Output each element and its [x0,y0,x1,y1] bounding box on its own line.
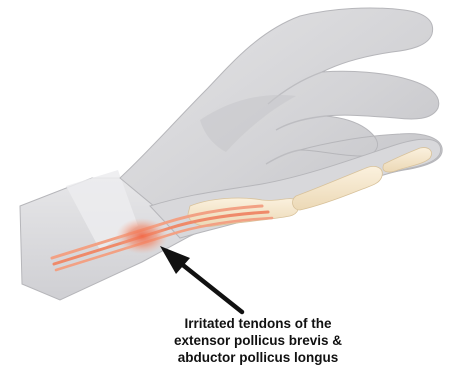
pointer-arrow [160,246,242,312]
inflammation-glow [116,218,168,254]
caption-line-2: extensor pollicus brevis & [108,332,408,349]
caption-line-1: Irritated tendons of the [108,315,408,332]
arrow-shaft [174,258,242,312]
caption-line-3: abductor pollicus longus [108,349,408,366]
diagram-caption: Irritated tendons of the extensor pollic… [108,315,408,366]
